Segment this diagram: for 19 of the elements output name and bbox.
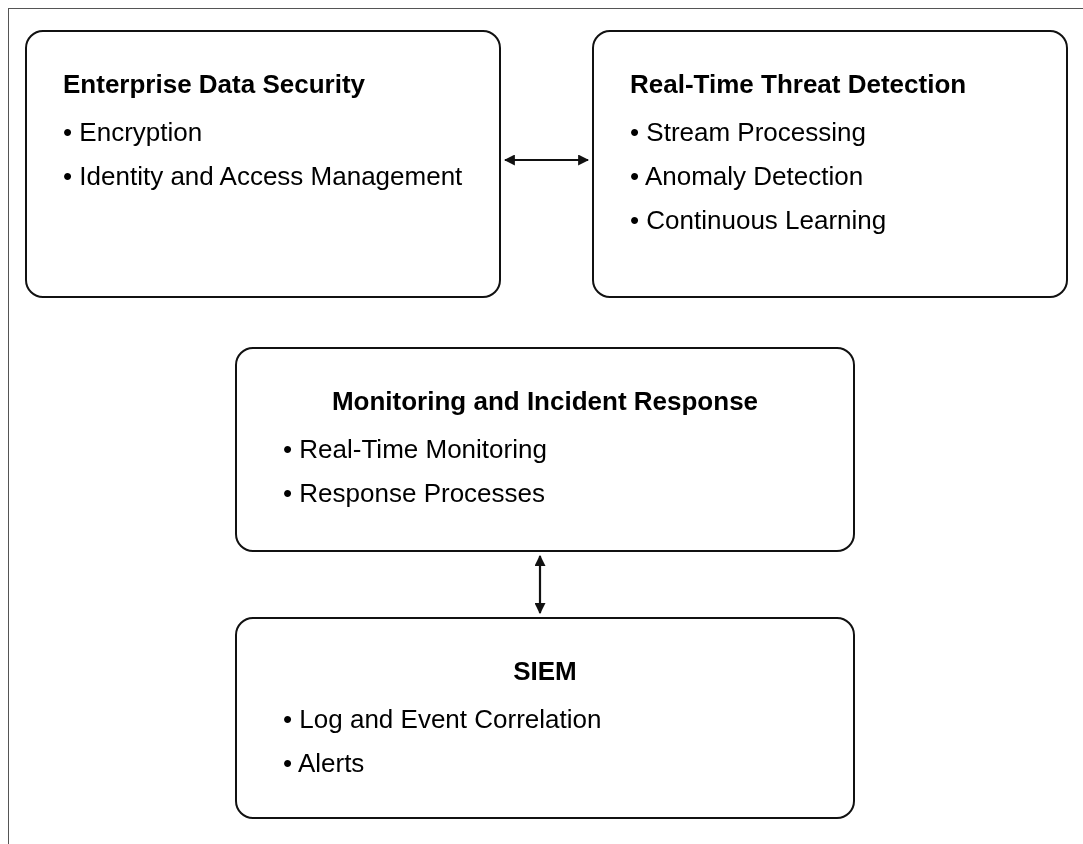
double-arrow <box>534 554 546 615</box>
process-box <box>592 30 1068 298</box>
box-heading: Monitoring and Incident Response <box>330 385 760 417</box>
bullet-item: • Alerts <box>283 747 366 780</box>
bullet-item: • Encryption <box>63 116 204 149</box>
double-arrow <box>503 154 590 166</box>
process-box <box>235 617 855 819</box>
box-heading: Real-Time Threat Detection <box>630 68 968 100</box>
bullet-item: • Identity and Access Management <box>63 160 463 193</box>
bullet-item: • Log and Event Correlation <box>283 703 603 736</box>
process-box <box>235 347 855 552</box>
box-heading: Enterprise Data Security <box>63 68 366 100</box>
bullet-item: • Anomaly Detection <box>630 160 865 193</box>
bullet-item: • Response Processes <box>283 477 546 510</box>
bullet-item: • Continuous Learning <box>630 204 888 237</box>
bullet-item: • Real-Time Monitoring <box>283 433 548 466</box>
box-heading: SIEM <box>512 655 578 687</box>
bullet-item: • Stream Processing <box>630 116 867 149</box>
process-box <box>25 30 501 298</box>
